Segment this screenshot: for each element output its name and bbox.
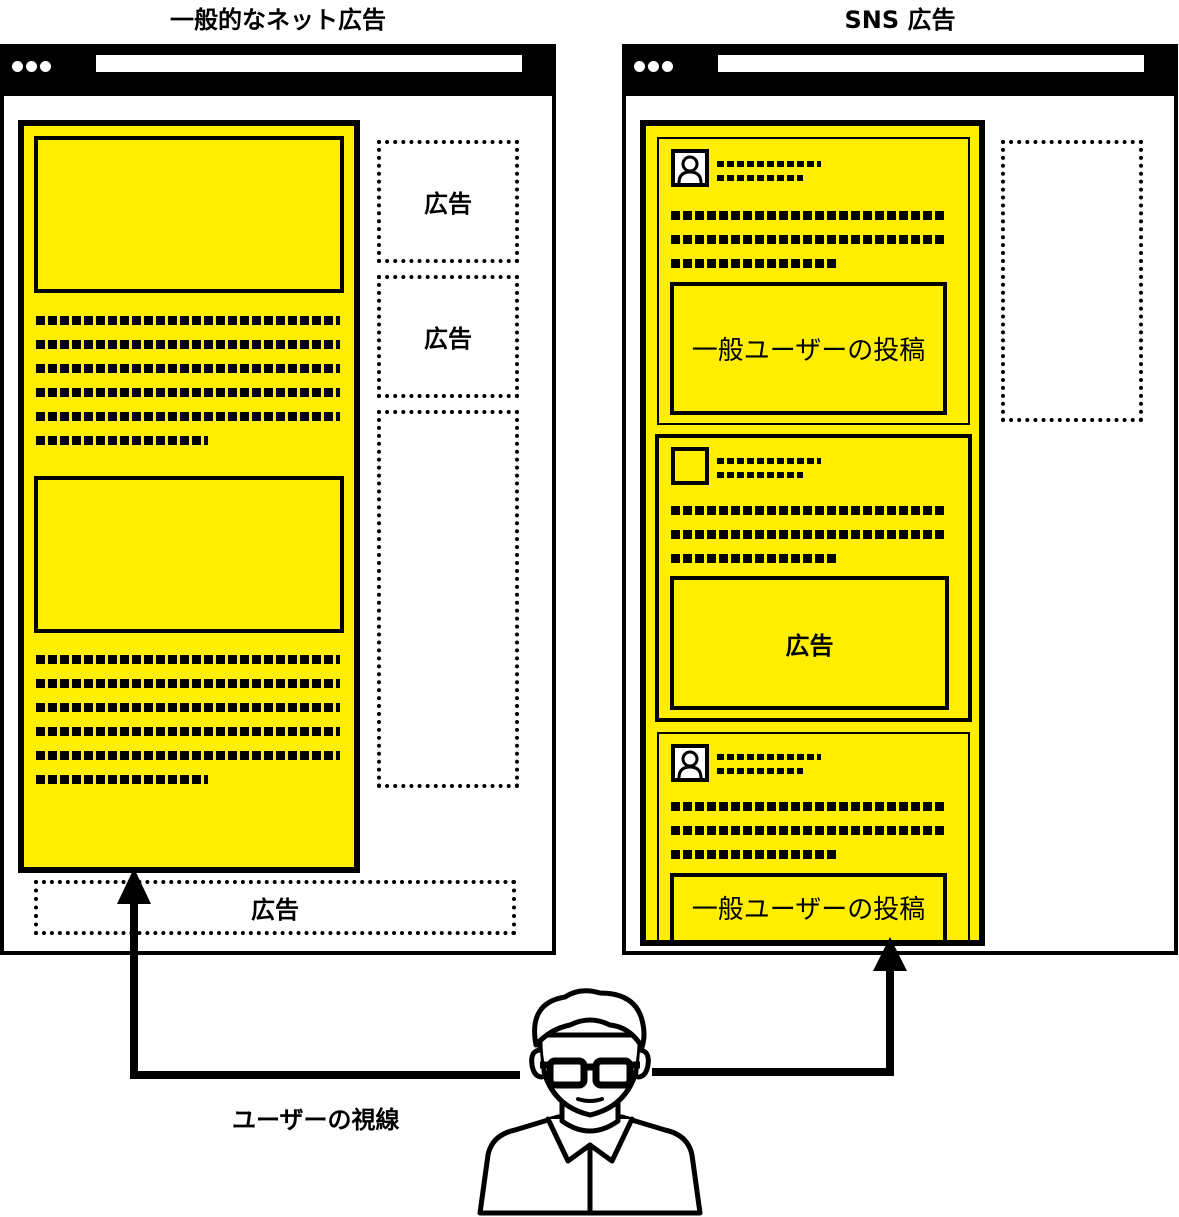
feed-post-ad[interactable]: 広告: [655, 434, 972, 722]
window-dot-icon: [634, 61, 645, 72]
gaze-label: ユーザーの視線: [232, 1106, 400, 1134]
user-avatar-icon: [671, 149, 709, 187]
window-dot-icon: [26, 61, 37, 72]
sidebar-ad-placeholder[interactable]: [1001, 140, 1143, 422]
address-bar[interactable]: [718, 55, 1144, 72]
ad-label: 広告: [251, 896, 299, 924]
window-dot-icon: [12, 61, 23, 72]
sidebar-ad-1[interactable]: 広告: [377, 140, 519, 263]
ad-content-box: 広告: [670, 576, 949, 710]
post-content-box: 一般ユーザーの投稿: [670, 282, 947, 415]
feed-post[interactable]: 一般ユーザーの投稿: [657, 732, 970, 940]
text-lines: [36, 316, 346, 445]
browser-window-general: 広告 広告 広告: [0, 44, 556, 955]
address-bar[interactable]: [96, 55, 522, 72]
title-sns-ads: SNS 広告: [844, 6, 956, 34]
sns-feed-column: 一般ユーザーの投稿 広告: [640, 120, 985, 946]
browser-title-bar: [626, 48, 1174, 96]
browser-window-sns: 一般ユーザーの投稿 広告: [622, 44, 1178, 955]
window-dot-icon: [648, 61, 659, 72]
window-dot-icon: [40, 61, 51, 72]
user-avatar-icon: [671, 744, 709, 782]
bottom-banner-ad[interactable]: 広告: [34, 880, 516, 935]
post-content-label: 一般ユーザーの投稿: [691, 336, 926, 366]
arrow-up-icon: [117, 868, 151, 904]
title-general-ads: 一般的なネット広告: [170, 6, 386, 34]
content-image-block: [34, 476, 344, 633]
ad-label: 広告: [424, 325, 472, 353]
arrow-up-icon: [873, 937, 907, 971]
post-content-box: 一般ユーザーの投稿: [670, 873, 947, 940]
ad-label: 広告: [424, 190, 472, 218]
sidebar-ad-2[interactable]: 広告: [377, 275, 519, 398]
feed-post[interactable]: 一般ユーザーの投稿: [657, 137, 970, 425]
browser-title-bar: [4, 48, 552, 96]
post-content-label: 一般ユーザーの投稿: [691, 895, 926, 925]
content-image-block: [34, 136, 344, 293]
sidebar-ad-tall[interactable]: [377, 410, 519, 788]
person-with-glasses-icon: [477, 988, 703, 1216]
window-dot-icon: [662, 61, 673, 72]
text-lines: [36, 655, 346, 784]
advertiser-avatar-icon: [671, 447, 709, 485]
ad-label: 広告: [785, 631, 834, 660]
main-content-column: [18, 120, 360, 873]
